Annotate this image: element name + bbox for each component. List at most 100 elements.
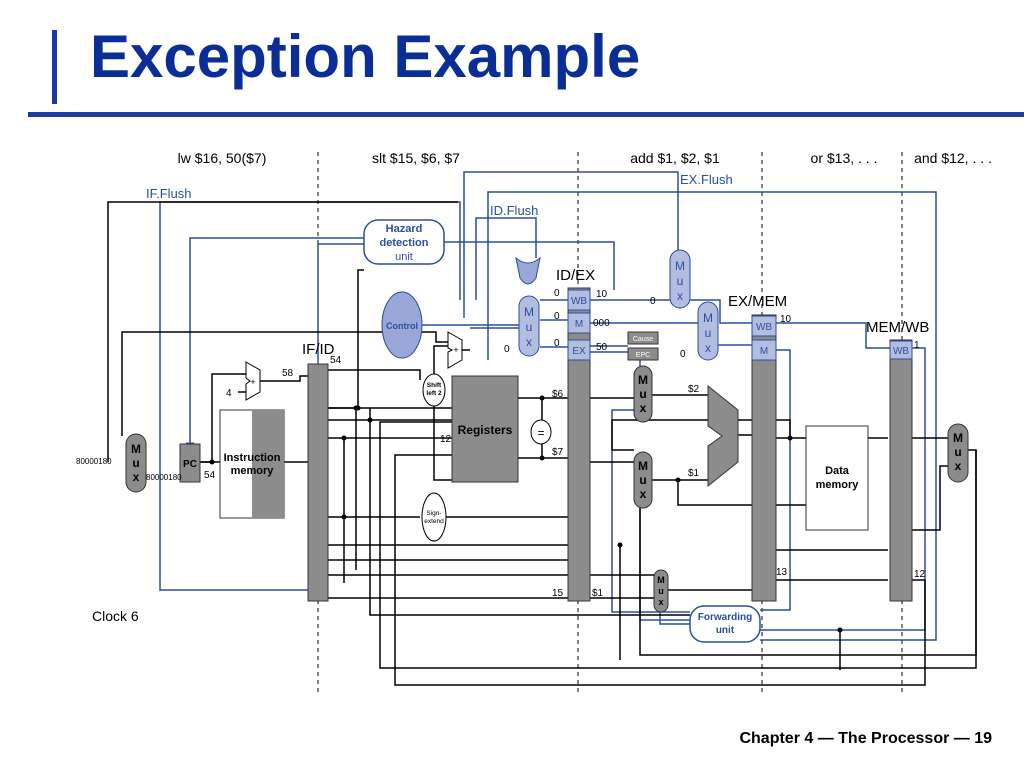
memwb-12-label: 12	[914, 569, 926, 580]
control-label: Control	[386, 321, 418, 331]
instr-mem-label-1: Instruction	[224, 452, 281, 464]
alu-mux-b-m: M	[638, 459, 648, 473]
exmem-13-label: 13	[776, 567, 788, 578]
id-flush-mux-x: x	[526, 335, 532, 349]
ex-mem-wb-box	[751, 315, 777, 337]
shift-label-1: Shift	[427, 382, 442, 389]
id-ex-label: ID/EX	[556, 267, 595, 284]
sign-extend	[421, 492, 447, 542]
wb-10-label: 10	[596, 289, 608, 300]
alu	[707, 384, 739, 488]
id-ex-wb-field: WB	[571, 296, 587, 307]
ex-flush-mux1-x: x	[677, 289, 683, 303]
idex-1-label: $1	[592, 588, 604, 599]
zero-wb-label: 0	[554, 288, 560, 299]
alu-2-label: $2	[688, 384, 700, 395]
hazard-label-1: Hazard	[386, 223, 423, 235]
zero-exflush1-label: 0	[650, 296, 656, 307]
instruction-add: add $1, $2, $1	[630, 150, 720, 166]
pc-label: PC	[183, 459, 197, 470]
zero-exflush2-label: 0	[680, 349, 686, 360]
ex-flush-mux2-x: x	[705, 341, 711, 355]
id-ex-m-field: M	[575, 319, 583, 330]
reg6-label: $6	[552, 389, 564, 400]
zero-m-label: 0	[554, 311, 560, 322]
mem-wb-register	[889, 339, 913, 602]
alu-mux-a-u: u	[639, 387, 646, 401]
pc-mux-m: M	[131, 442, 141, 456]
title-accent-bar-vertical	[52, 30, 57, 104]
regdst-mux-m: M	[657, 575, 665, 585]
instr-mem-label-2: memory	[231, 465, 275, 477]
addr-label: 80000180	[76, 457, 112, 466]
pc-out-label: 54	[204, 470, 216, 481]
data-memory	[805, 425, 869, 531]
junction-dots	[209, 395, 843, 633]
ex-mem-label: EX/MEM	[728, 293, 787, 310]
epc-register	[627, 347, 659, 361]
id-flush-mux-m: M	[524, 305, 534, 319]
forward-label-1: Forwarding	[698, 612, 752, 623]
register-file	[451, 375, 519, 483]
ex-flush-mux1-u: u	[677, 274, 684, 288]
four-label: 4	[226, 388, 232, 399]
id-ex-control-fields	[567, 289, 591, 361]
ex-50-label: 50	[596, 342, 608, 353]
epc-label: EPC	[636, 352, 650, 359]
data-mem-label-2: memory	[816, 479, 860, 491]
data-wires	[107, 201, 977, 686]
regdst-mux-x: x	[658, 597, 663, 607]
pc-mux-u: u	[132, 456, 139, 470]
title-accent-bar-horizontal	[28, 112, 1024, 117]
instruction-lw: lw $16, 50($7)	[178, 150, 267, 166]
control-unit	[381, 291, 423, 359]
exmem-10-label: 10	[780, 314, 792, 325]
m-000-label: 000	[593, 318, 610, 329]
pc-adder	[245, 361, 261, 401]
branch-adder	[447, 331, 463, 369]
branch-adder-plus: +	[453, 345, 458, 355]
id-flush-label: ID.Flush	[490, 203, 538, 218]
instruction-or: or $13, . . .	[811, 150, 878, 166]
alu-1-label: $1	[688, 468, 700, 479]
mem-wb-wb-box	[889, 340, 913, 360]
instruction-slt: slt $15, $6, $7	[372, 150, 460, 166]
control-wires	[159, 171, 937, 641]
ex-mem-wb-field: WB	[756, 322, 772, 333]
mem-wb-wb-field: WB	[893, 346, 909, 357]
if-flush-label: IF.Flush	[146, 186, 192, 201]
shift-left-2	[422, 373, 446, 407]
if-id-register	[307, 363, 329, 602]
id-flush-or-gate	[515, 256, 541, 285]
pc-register	[179, 443, 201, 483]
regdst-mux-u: u	[658, 586, 664, 596]
ex-flush-label: EX.Flush	[680, 172, 733, 187]
cause-label: Cause	[633, 336, 653, 343]
if-id-label: IF/ID	[302, 341, 335, 358]
hazard-label-2: detection	[380, 237, 429, 249]
addr2-label: 80000180	[146, 473, 182, 482]
forward-label-2: unit	[716, 625, 735, 636]
ex-mem-register	[751, 314, 777, 602]
instruction-and: and $12, . . .	[914, 150, 992, 166]
ex-flush-mux2-m: M	[703, 311, 713, 325]
hazard-label-3: unit	[395, 251, 413, 263]
ex-flush-mux2-u: u	[705, 326, 712, 340]
wb-mux-x: x	[955, 459, 962, 473]
ex-mem-m-box	[751, 339, 777, 361]
id-ex-ex-field: EX	[572, 346, 586, 357]
zero-ex-label: 0	[554, 338, 560, 349]
id-ex-register	[567, 287, 591, 602]
ex-flush-mux1-m: M	[675, 259, 685, 273]
pc-adder-plus: +	[250, 377, 255, 387]
gray-muxes	[125, 365, 969, 613]
zero-mux-label: 0	[504, 344, 510, 355]
alu-mux-a-x: x	[640, 401, 647, 415]
reg12-label: 12	[440, 434, 452, 445]
ex-mem-m-field: M	[760, 346, 768, 357]
equal-label: =	[537, 426, 544, 440]
slide-title: Exception Example	[90, 23, 641, 90]
shift-label-2: left 2	[426, 390, 442, 397]
wb-mux-u: u	[954, 445, 961, 459]
